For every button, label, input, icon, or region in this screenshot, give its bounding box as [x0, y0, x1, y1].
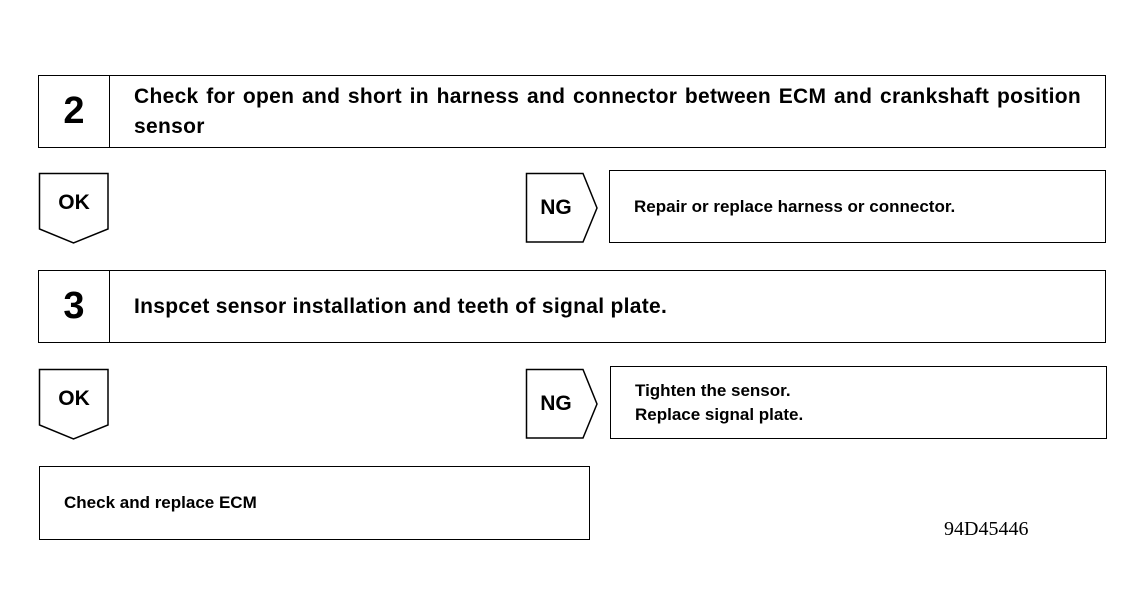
ng-arrow-2	[525, 368, 598, 439]
step-2-box: 2 Check for open and short in harness an…	[38, 75, 1106, 148]
ok-label-2: OK	[58, 387, 90, 410]
ok-label-1: OK	[58, 191, 90, 214]
ng-result-line: Replace signal plate.	[635, 404, 804, 424]
ok-arrow-2	[38, 368, 109, 440]
ng-result-line: Repair or replace harness or connector.	[634, 196, 956, 216]
ok-arrow-1	[38, 172, 109, 244]
figure-id: 94D45446	[944, 518, 1029, 540]
ng-result-line: Tighten the sensor.	[635, 380, 791, 400]
ng-label-2: NG	[540, 392, 572, 415]
step-number: 3	[39, 271, 110, 342]
final-action-box: Check and replace ECM	[39, 466, 590, 540]
ng-result-box-2: Tighten the sensor. Replace signal plate…	[610, 366, 1107, 439]
step-description: Check for open and short in harness and …	[134, 84, 1081, 138]
final-action-text: Check and replace ECM	[64, 493, 257, 512]
step-description: Inspcet sensor installation and teeth of…	[134, 294, 668, 318]
ng-result-box-1: Repair or replace harness or connector.	[609, 170, 1106, 243]
ng-label-1: NG	[540, 196, 572, 219]
ng-arrow-1	[525, 172, 598, 243]
step-number: 2	[39, 76, 110, 147]
step-3-box: 3 Inspcet sensor installation and teeth …	[38, 270, 1106, 343]
